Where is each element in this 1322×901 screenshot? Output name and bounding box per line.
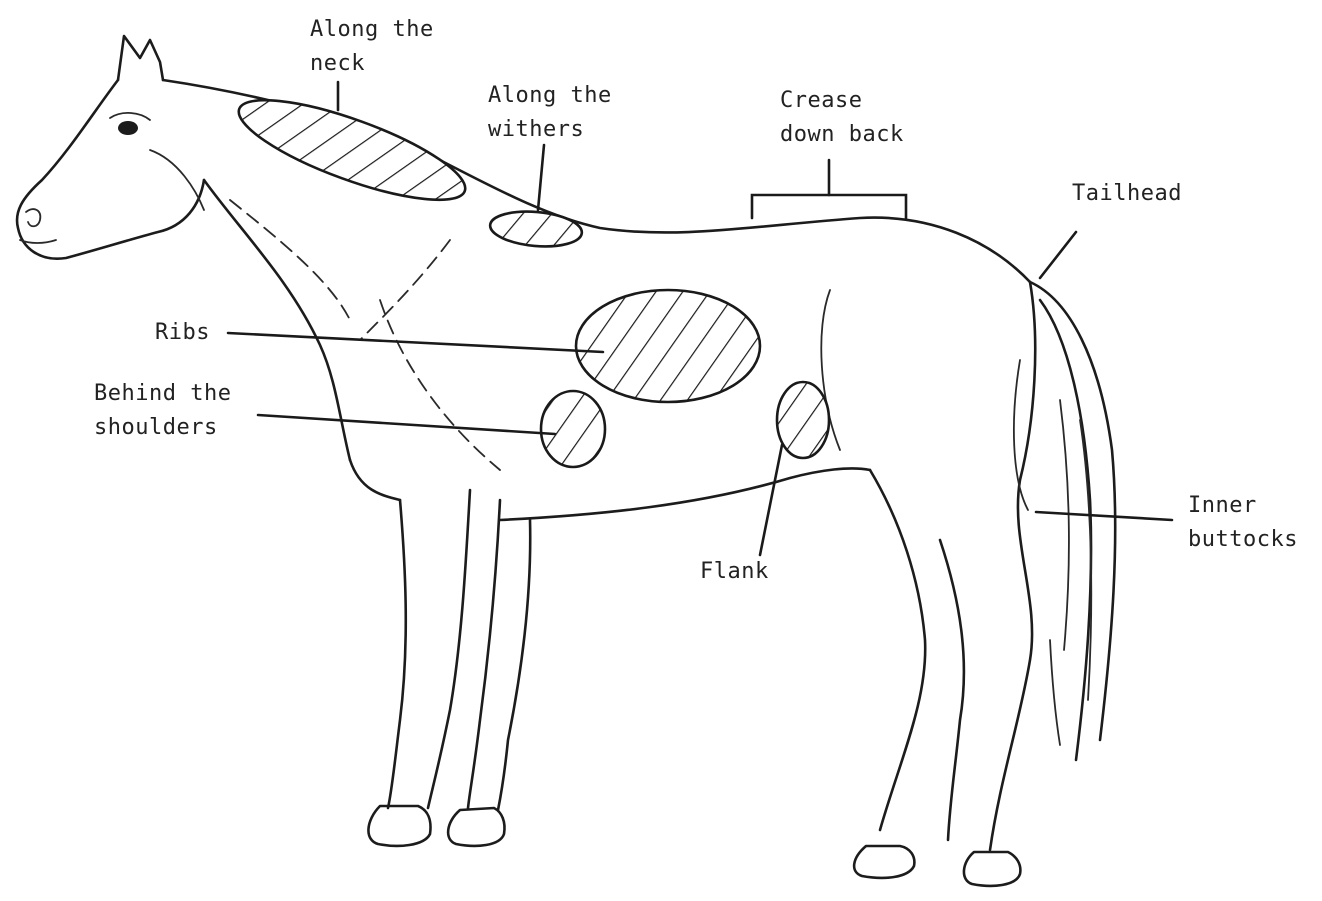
label-ribs: Ribs [155,320,210,345]
ribcage-dash [380,300,500,470]
label-flank: Flank [700,559,769,584]
hind-hoof-left [854,846,914,878]
front-leg-left-back [428,490,470,808]
zone-withers [489,208,584,250]
label-withers-line2: withers [488,117,584,142]
label-buttocks-line1: Inner [1188,493,1257,518]
front-leg-right [468,500,500,808]
label-neck-line2: neck [310,51,365,76]
tail-hair [1060,400,1069,650]
neck-crease [230,200,350,320]
leader-withers [538,145,544,210]
tail-inner [1040,300,1091,760]
label-crease-line2: down back [780,122,904,147]
gaskin-line [1014,360,1028,510]
front-hoof-right [448,808,504,846]
throat [204,180,350,460]
nostril [26,209,40,226]
hind-leg-front [870,470,925,830]
mouth [20,240,56,243]
label-tailhead: Tailhead [1072,181,1182,206]
leader-shoulders [258,415,555,434]
chest [350,460,400,500]
leader-buttocks [1036,512,1172,520]
zone-flank [777,382,829,458]
horse-head [17,80,204,259]
front-hoof-left [368,806,430,846]
front-leg-right-back [498,520,530,810]
label-shoulders-line1: Behind the [94,381,231,406]
hind-hoof-right [964,852,1020,886]
shoulder-line [360,240,450,340]
label-crease-line1: Crease [780,88,862,113]
brow [110,113,150,120]
cheek [150,150,204,210]
leader-ribs [228,333,603,352]
eye-icon [118,121,138,135]
zone-ribs [576,290,760,402]
hind-leg-back [990,282,1035,850]
belly [500,468,870,520]
leader-flank [760,445,782,555]
tail-outer [1030,282,1115,740]
label-withers-line1: Along the [488,83,612,108]
front-leg-left [388,500,406,808]
hind-leg-inner [940,540,964,840]
crease-bracket [752,195,906,218]
label-shoulders-line2: shoulders [94,415,218,440]
tail-hair [1050,640,1060,745]
label-buttocks-line2: buttocks [1188,527,1298,552]
leader-tailhead [1040,232,1076,278]
zone-neck [229,81,475,219]
zone-behind-shoulders [541,391,605,467]
label-neck-line1: Along the [310,17,434,42]
ear [118,36,163,80]
